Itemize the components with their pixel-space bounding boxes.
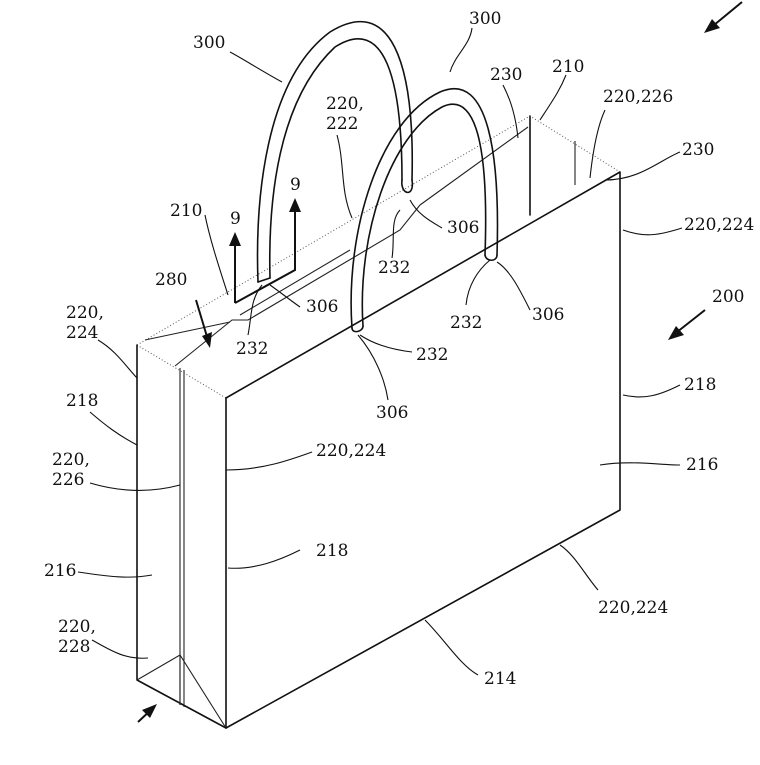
label-216-left: 216 xyxy=(44,561,76,581)
lead-220-228 xyxy=(91,639,149,659)
lead-230a xyxy=(502,84,519,139)
section-arrowhead-left xyxy=(229,232,241,246)
front-handle-end-left xyxy=(351,325,364,333)
label-220-224-mid: 220,224 xyxy=(316,441,386,461)
lead-220-224c xyxy=(225,451,313,471)
label-230-top: 230 xyxy=(490,65,522,85)
arrow-top-right-head xyxy=(704,19,720,33)
section-line-9 xyxy=(229,198,301,304)
label-306-d: 306 xyxy=(376,403,408,423)
label-9-right: 9 xyxy=(290,175,301,195)
label-306-c: 306 xyxy=(532,305,564,325)
label-218-mid: 218 xyxy=(316,541,348,561)
back-handle-end-right xyxy=(401,179,414,194)
lead-300a xyxy=(229,51,283,83)
section-arrowhead-right xyxy=(289,198,301,212)
lead-218a xyxy=(89,411,138,446)
lead-300b xyxy=(449,27,473,73)
lead-214 xyxy=(424,619,479,676)
lead-216b xyxy=(599,462,681,466)
front-handle-inner xyxy=(361,103,487,327)
lead-306a xyxy=(269,284,301,308)
label-220-226-top: 220,226 xyxy=(603,87,673,107)
handles xyxy=(256,20,499,333)
front-handle-end-right xyxy=(484,254,498,262)
label-216-right: 216 xyxy=(686,455,718,475)
lead-218b xyxy=(622,384,681,398)
label-306-b: 306 xyxy=(447,218,479,238)
back-handle-inner xyxy=(268,38,403,279)
rim-front-edge xyxy=(136,171,621,399)
label-200: 200 xyxy=(712,287,744,307)
section-bracket xyxy=(234,206,296,304)
lead-220-226b xyxy=(89,482,181,491)
lead-232b xyxy=(391,209,401,259)
label-306-a: 306 xyxy=(306,297,338,317)
lead-216a xyxy=(77,571,153,578)
label-220-224-bottom: 220,224 xyxy=(598,598,668,618)
label-280: 280 xyxy=(155,270,187,290)
label-220-224-right: 220,224 xyxy=(684,215,754,235)
lead-210b xyxy=(204,214,229,296)
arrow-bottom-left-head xyxy=(142,704,157,718)
label-230-right: 230 xyxy=(682,140,714,160)
arrow-280-head xyxy=(202,332,212,348)
lead-218c xyxy=(227,549,301,569)
label-232-b: 232 xyxy=(378,258,410,278)
label-210-left: 210 xyxy=(170,201,202,221)
lead-306c xyxy=(496,261,531,311)
lead-306d xyxy=(357,334,389,401)
opening-inner xyxy=(174,204,421,367)
label-232-c: 232 xyxy=(450,313,482,333)
bottom-gusset xyxy=(136,654,227,729)
back-handle-outer xyxy=(256,20,414,283)
label-218-right: 218 xyxy=(684,375,716,395)
direction-arrows xyxy=(137,1,743,723)
label-214: 214 xyxy=(484,669,516,689)
lead-220-222 xyxy=(336,134,353,219)
top-fold-band xyxy=(144,126,529,341)
lead-220-224d xyxy=(559,544,599,591)
bag-body xyxy=(136,115,621,729)
front-handle-outer xyxy=(350,87,499,329)
label-232-d: 232 xyxy=(416,345,448,365)
label-220-222-line2: 222 xyxy=(326,114,358,134)
left-side-panel xyxy=(136,344,227,729)
label-220-228-line2: 228 xyxy=(58,637,90,657)
front-panel xyxy=(225,171,621,729)
lead-306b xyxy=(409,199,443,229)
label-220-228-line1: 220, xyxy=(58,617,96,637)
back-handle-end-left xyxy=(257,277,271,283)
label-220-224-left-line1: 220, xyxy=(66,303,104,323)
lead-210a xyxy=(539,74,567,121)
leader-lines xyxy=(77,27,683,676)
arrow-280 xyxy=(195,299,209,341)
lead-232a xyxy=(247,284,263,336)
lead-230b xyxy=(604,151,681,181)
label-232-a: 232 xyxy=(236,339,268,359)
reference-numerals: 300 300 230 210 220,226 230 220,224 220,… xyxy=(44,9,754,689)
lead-220-224b xyxy=(97,339,138,379)
lead-220-224a xyxy=(622,227,683,236)
label-220-226-left-line1: 220, xyxy=(52,450,90,470)
label-300-right: 300 xyxy=(469,9,501,29)
lead-232d xyxy=(359,334,413,353)
label-300-left: 300 xyxy=(193,33,225,53)
label-220-226-left-line2: 226 xyxy=(52,470,84,490)
label-220-222-line1: 220, xyxy=(326,94,364,114)
label-210-top: 210 xyxy=(552,57,584,77)
label-9-left: 9 xyxy=(230,209,241,229)
lead-232c xyxy=(465,259,491,306)
arrow-200-head xyxy=(668,326,684,340)
label-218-left: 218 xyxy=(66,391,98,411)
label-220-224-left-line2: 224 xyxy=(66,323,98,343)
lead-220-226a xyxy=(589,109,606,179)
